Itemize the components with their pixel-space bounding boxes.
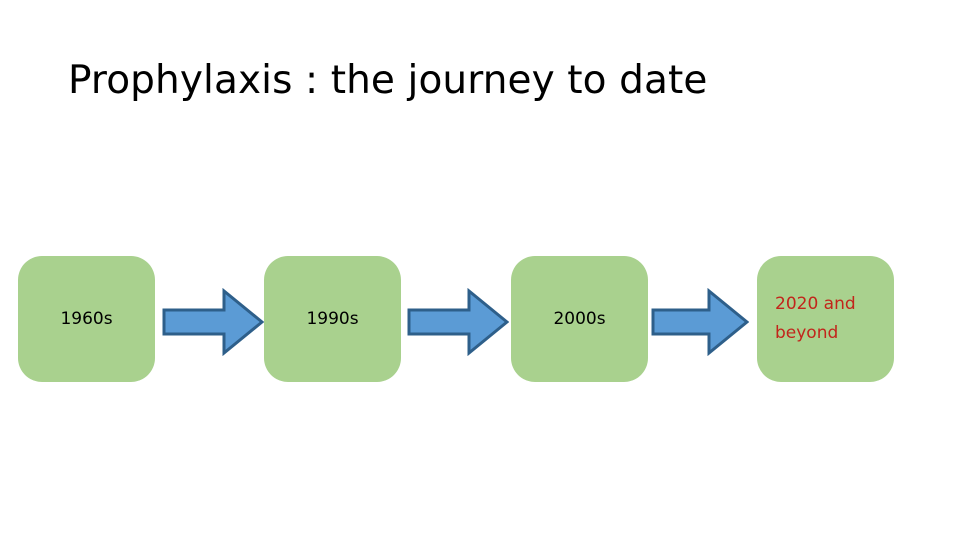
timeline-stage-label: 2020 and beyond [775,294,856,343]
timeline-stage-2020-and-beyond[interactable]: 2020 and beyond [757,256,894,382]
arrow-right-icon-2 [407,288,509,356]
timeline-stage-label: 1990s [306,308,359,329]
timeline-stage-1960s[interactable]: 1960s [18,256,155,382]
timeline-stage-label: 2000s [553,308,606,329]
timeline-stage-2000s[interactable]: 2000s [511,256,648,382]
page-title: Prophylaxis : the journey to date [68,58,708,103]
arrow-right-icon-1 [162,288,264,356]
timeline-stage-1990s[interactable]: 1990s [264,256,401,382]
timeline-stage-label: 1960s [60,308,113,329]
arrow-right-icon-3 [651,288,749,356]
